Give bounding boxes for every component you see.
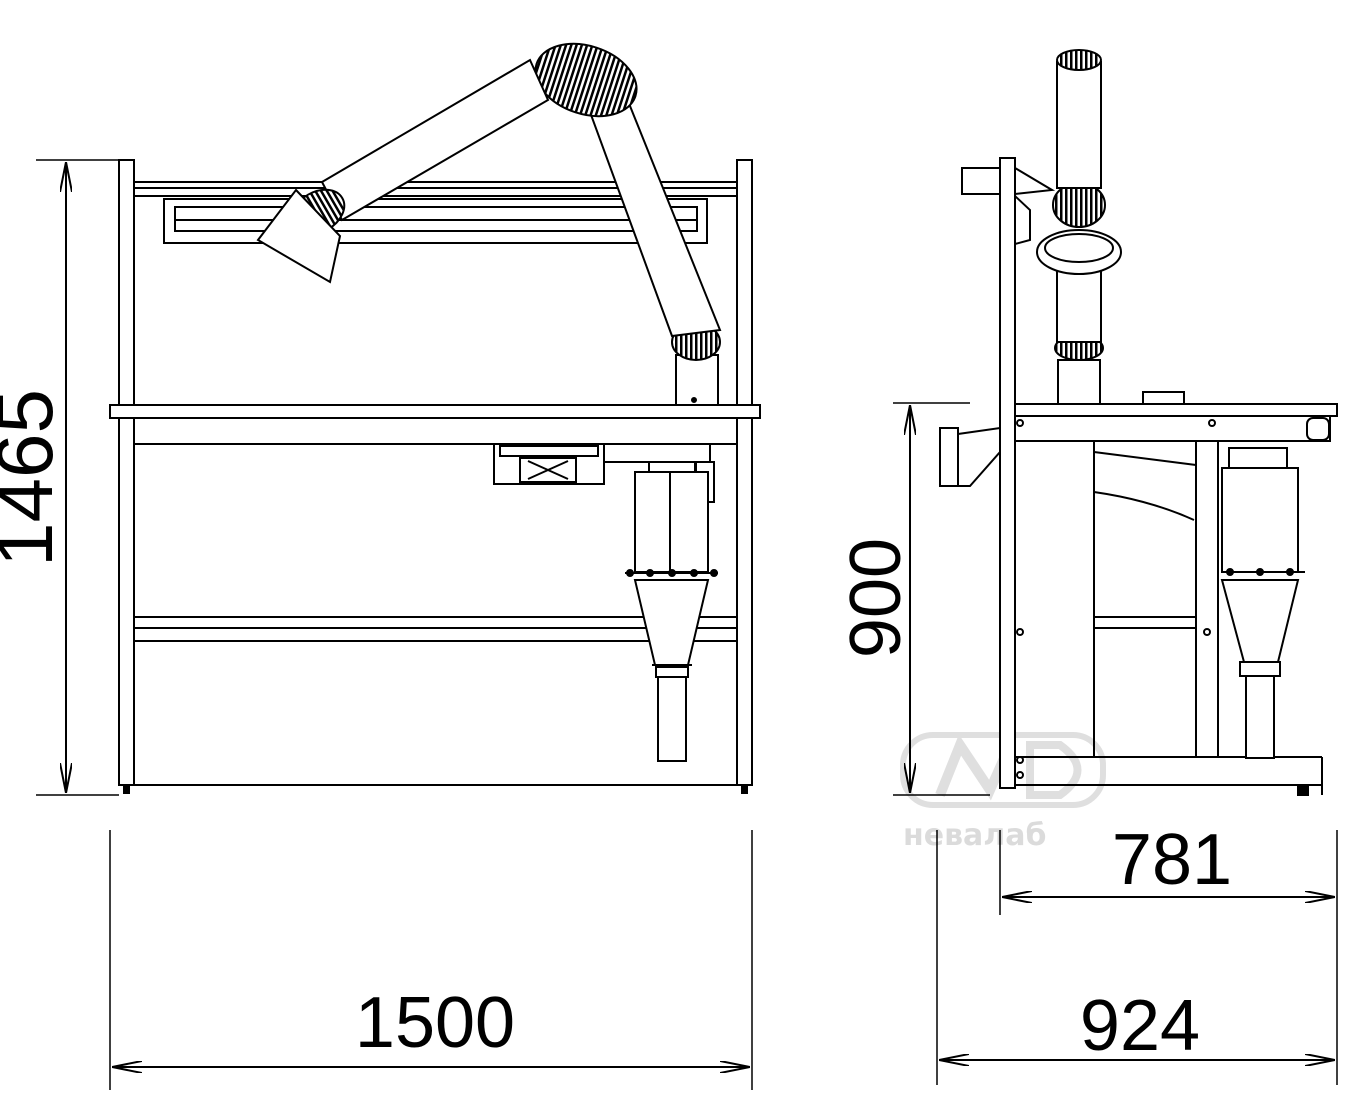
cyclone-body bbox=[634, 471, 709, 573]
arm-base bbox=[675, 354, 719, 406]
front-view bbox=[36, 42, 761, 1090]
dim-side-height: 900 bbox=[836, 538, 916, 658]
cyclone-cone bbox=[633, 579, 710, 666]
watermark-text: невалаб bbox=[903, 818, 1046, 853]
side-upright bbox=[999, 157, 1016, 789]
filter-head bbox=[603, 443, 711, 463]
dust-tube bbox=[657, 676, 687, 762]
side-arm-base bbox=[1057, 359, 1101, 405]
elbow-joint bbox=[534, 42, 638, 118]
dim-side-depth: 781 bbox=[1112, 820, 1232, 900]
dim-side-total-depth: 924 bbox=[1080, 986, 1200, 1066]
dim-front-height: 1465 bbox=[0, 389, 69, 567]
side-view bbox=[893, 49, 1338, 1085]
worktop bbox=[109, 404, 761, 419]
drawer-unit bbox=[493, 443, 605, 485]
dim-front-width: 1500 bbox=[355, 983, 515, 1063]
hood bbox=[256, 188, 342, 284]
left-upright bbox=[118, 159, 135, 786]
side-bracket bbox=[939, 427, 959, 487]
right-upright bbox=[736, 159, 753, 786]
side-worktop bbox=[1014, 403, 1338, 417]
